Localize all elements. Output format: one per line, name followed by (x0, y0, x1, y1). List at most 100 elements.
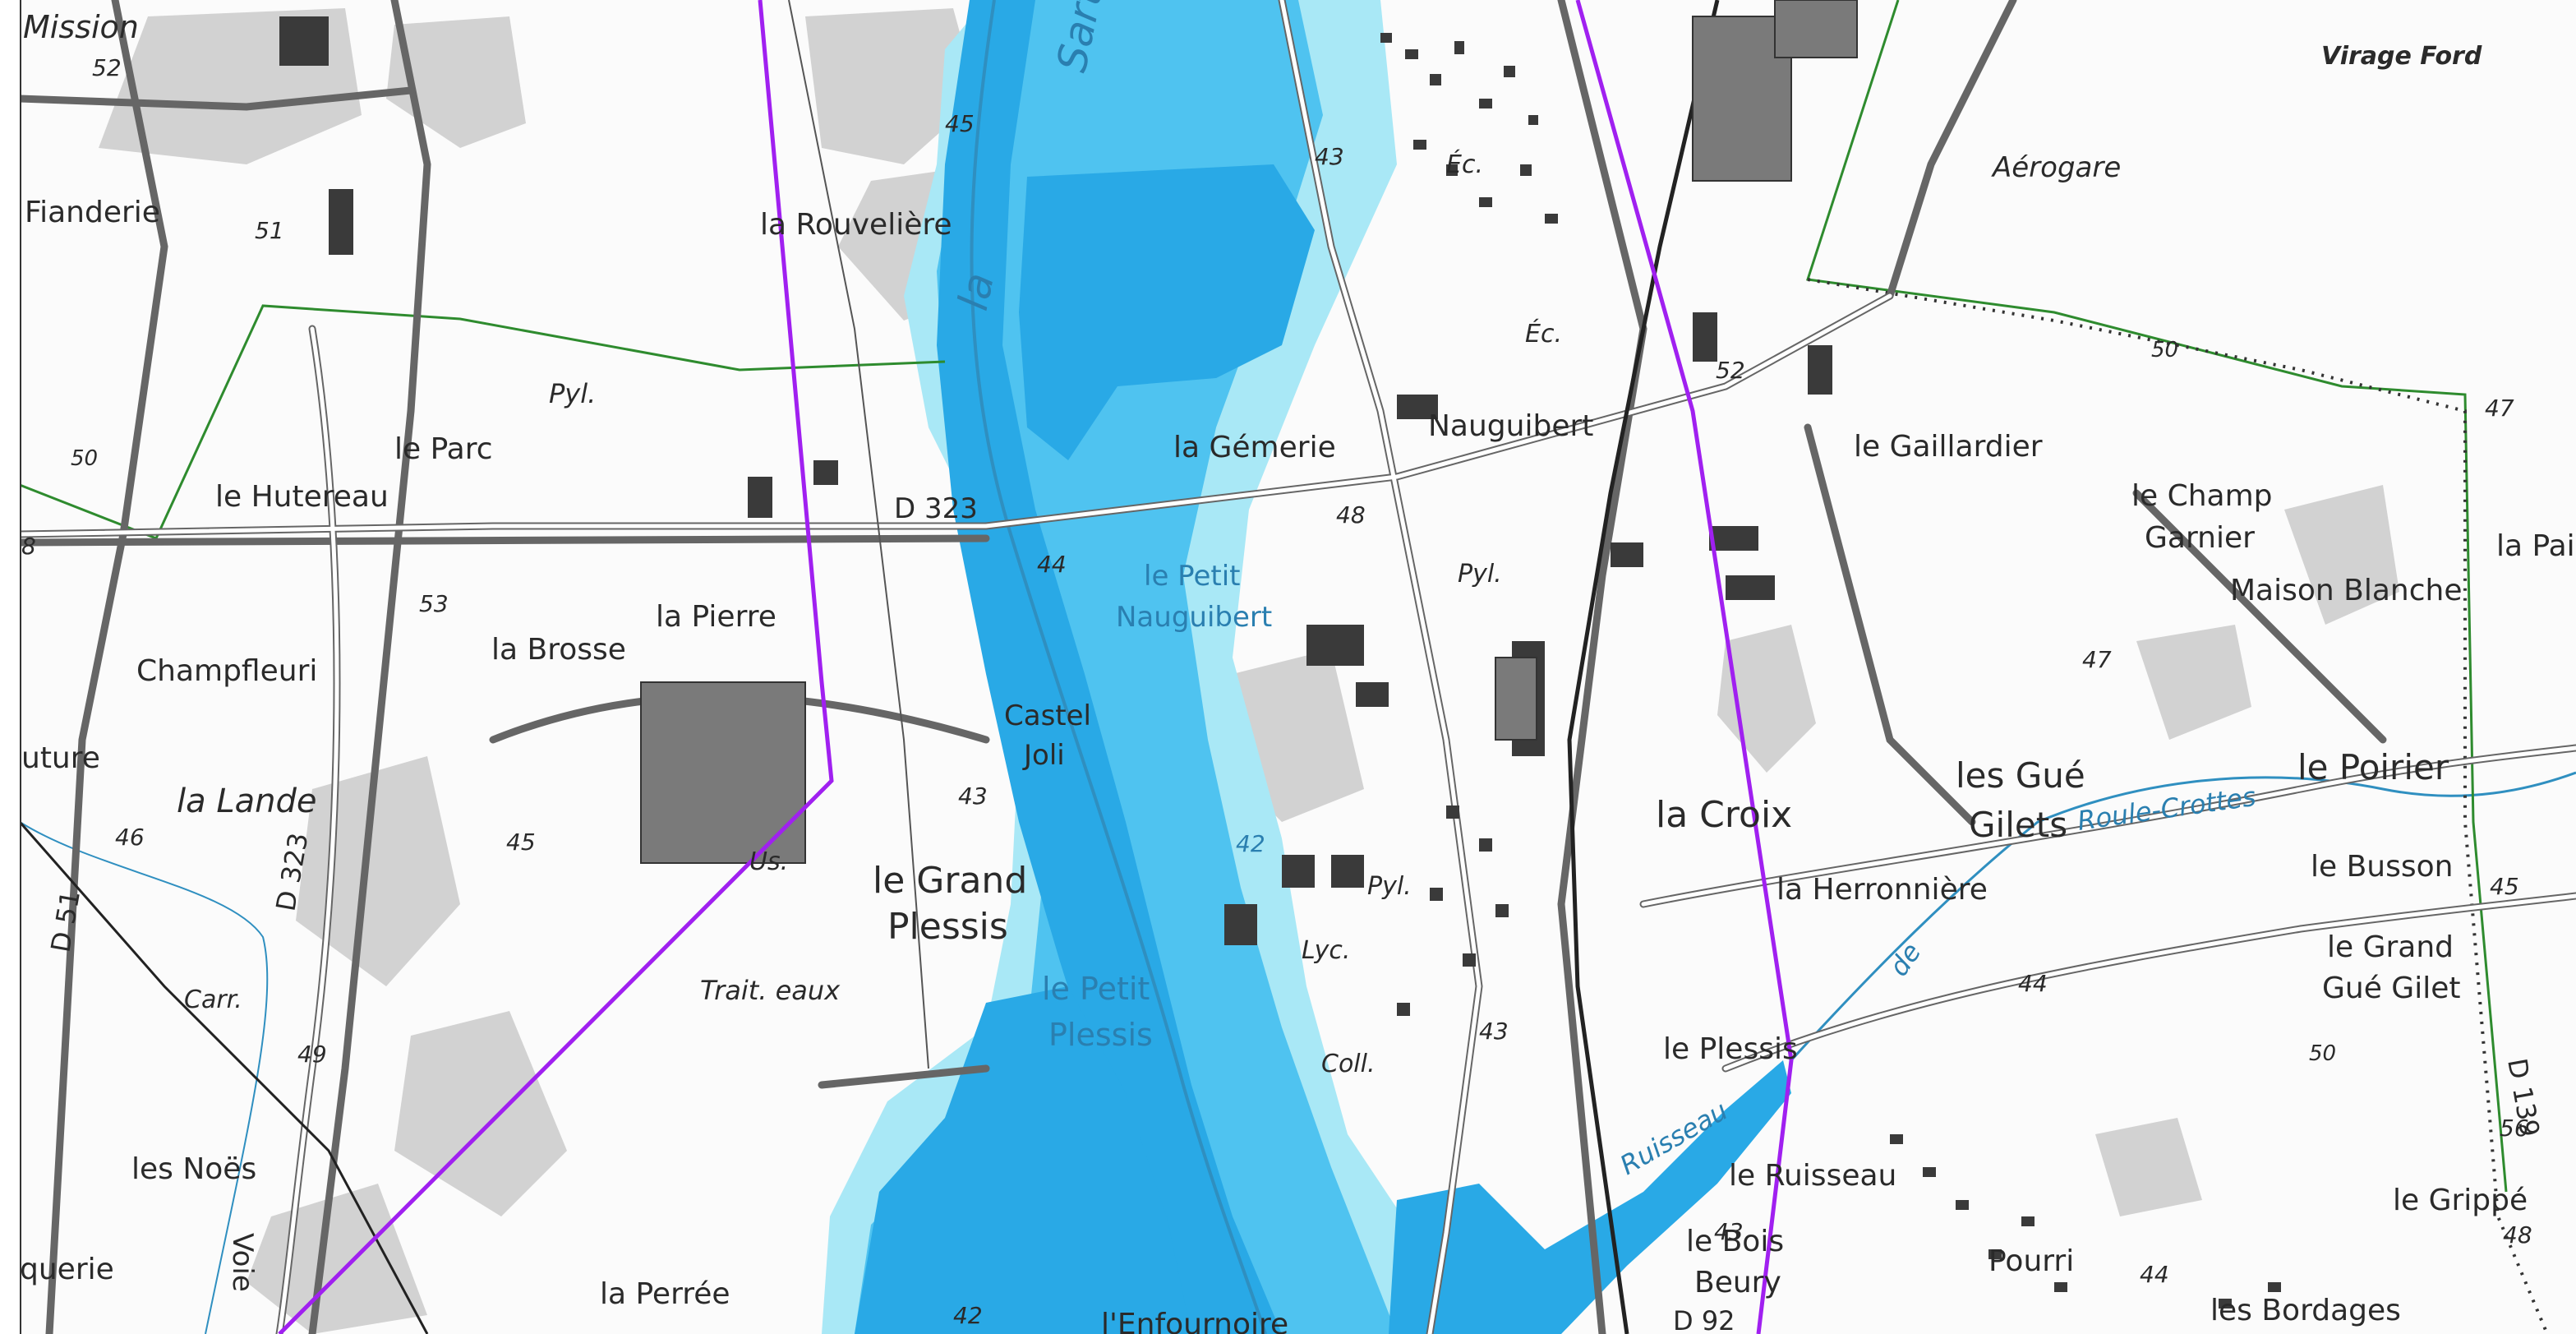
label-d323-a: D 323 (894, 492, 978, 525)
railway-west (18, 821, 429, 1334)
height-46: 46 (115, 824, 145, 851)
height-48b: 48 (2503, 1221, 2532, 1249)
industrial-blocks (640, 0, 1858, 864)
label-pyl-1: Pyl. (549, 378, 596, 409)
label-aerogare: Aérogare (1991, 151, 2121, 184)
label-lyc: Lyc. (1302, 936, 1350, 965)
height-47b: 47 (2082, 646, 2112, 673)
label-le-parc: le Parc (394, 432, 493, 466)
label-us: Us. (749, 847, 788, 876)
label-le-champ-garnier-1: le Champ (2131, 479, 2273, 513)
label-les-bordages: les Bordages (2210, 1294, 2401, 1327)
label-le-petit-plessis-2: Plessis (1048, 1017, 1153, 1053)
label-le-grippe: le Grippé (2393, 1184, 2528, 1217)
label-coll: Coll. (1321, 1050, 1376, 1078)
label-pyl-2: Pyl. (1458, 560, 1502, 589)
height-49: 49 (297, 1041, 327, 1068)
label-le-grand-plessis-2: Plessis (887, 906, 1008, 948)
flood-dark-lake (1019, 164, 1315, 460)
height-43a: 43 (1315, 143, 1344, 170)
label-d92: D 92 (1673, 1305, 1735, 1334)
label-le-busson: le Busson (2311, 850, 2453, 884)
height-45c: 45 (2490, 873, 2519, 900)
height-44c: 44 (2140, 1261, 2169, 1288)
height-50a: 50 (71, 446, 98, 471)
label-le-petit-nauguibert-2: Nauguibert (1116, 601, 1272, 634)
label-le-champ-garnier-2: Garnier (2145, 521, 2255, 555)
label-trait-eaux: Trait. eaux (700, 975, 841, 1006)
label-castel-joli-1: Castel (1004, 699, 1091, 732)
label-la-lande: la Lande (177, 782, 317, 820)
dotted-path (1807, 278, 2549, 1334)
label-la-gemerie: la Gémerie (1173, 431, 1336, 464)
label-virage-ford: Virage Ford (2321, 42, 2482, 71)
label-nauguibert: Nauguibert (1428, 409, 1593, 443)
height-53: 53 (419, 590, 449, 617)
label-la-pail: la Pail (2496, 529, 2576, 563)
height-48a: 48 (1336, 501, 1366, 529)
height-51: 51 (255, 217, 284, 244)
label-pyl-3: Pyl. (1367, 872, 1412, 901)
study-boundary (278, 0, 834, 1334)
railway (1567, 0, 1720, 1334)
height-42a: 42 (1236, 830, 1265, 857)
label-le-petit-plessis-1: le Petit (1042, 971, 1150, 1007)
river-sarthe (970, 0, 1267, 1334)
label-la-herronniere: la Herronnière (1776, 873, 1988, 907)
label-enfournoire: l'Enfournoire (1101, 1308, 1288, 1334)
label-les-gue-gilets-2: Gilets (1969, 805, 2067, 845)
roads-inner (17, 0, 2576, 1334)
label-le-plessis: le Plessis (1663, 1032, 1798, 1066)
place-labels: Mission Fianderie la Rouvelière Virage F… (20, 0, 2576, 1334)
height-52a: 52 (92, 54, 122, 81)
label-le-hutereau: le Hutereau (215, 480, 389, 514)
label-la-rouveliere: la Rouvelière (760, 208, 952, 242)
left-edge-strip (0, 0, 21, 1334)
height-50b: 50 (2151, 338, 2178, 362)
height-45a: 45 (945, 110, 975, 137)
label-fianderie: Fianderie (25, 196, 160, 229)
flood-dark-east (1389, 1060, 1791, 1334)
study-boundary-east (1575, 0, 1794, 1334)
label-maison-blanche: Maison Blanche (2230, 574, 2463, 607)
label-uture: uture (21, 741, 100, 775)
height-44a: 44 (1037, 551, 1067, 578)
label-la-perree: la Perrée (600, 1277, 730, 1311)
height-50c: 50 (2309, 1041, 2336, 1066)
label-le-poirier: le Poirier (2297, 747, 2449, 787)
label-querie: querie (20, 1253, 114, 1286)
label-castel-joli-2: Joli (1022, 739, 1065, 772)
label-pourri: Pourri (1988, 1244, 2074, 1278)
flood-dark-south (855, 986, 1191, 1334)
label-les-gue-gilets-1: les Gué (1956, 755, 2085, 796)
label-mission: Mission (23, 9, 139, 45)
label-la-brosse: la Brosse (491, 633, 626, 667)
label-carr: Carr. (184, 985, 242, 1014)
label-le-ruisseau: le Ruisseau (1729, 1159, 1896, 1193)
height-45b: 45 (506, 829, 536, 856)
stream-west (19, 821, 269, 1334)
height-56: 56 (2500, 1115, 2529, 1142)
flood-zone (822, 0, 1791, 1334)
height-52b: 52 (1716, 357, 1745, 384)
height-43d: 43 (1714, 1218, 1744, 1245)
height-42b: 42 (953, 1302, 983, 1329)
label-le-grand-gue-gilet-1: le Grand (2327, 930, 2454, 964)
label-le-bois-beury-2: Beury (1694, 1266, 1781, 1299)
height-43b: 43 (958, 782, 988, 810)
height-43c: 43 (1479, 1018, 1509, 1045)
label-ec-2: Éc. (1525, 319, 1562, 349)
height-44b: 44 (2018, 970, 2048, 997)
label-ec-1: Éc. (1446, 150, 1483, 179)
spot-heights: 52 51 45 43 52 50 50 47 8 53 48 44 47 46… (21, 54, 2532, 1329)
height-8: 8 (21, 533, 36, 560)
label-le-petit-nauguibert-1: le Petit (1144, 560, 1241, 593)
label-le-grand-gue-gilet-2: Gué Gilet (2322, 972, 2460, 1005)
label-le-grand-plessis-1: le Grand (873, 860, 1027, 902)
buildings (279, 16, 2281, 1309)
label-le-bois-beury-1: le Bois (1686, 1225, 1784, 1258)
powerline (788, 0, 929, 1069)
label-voie: Voie (226, 1233, 259, 1292)
